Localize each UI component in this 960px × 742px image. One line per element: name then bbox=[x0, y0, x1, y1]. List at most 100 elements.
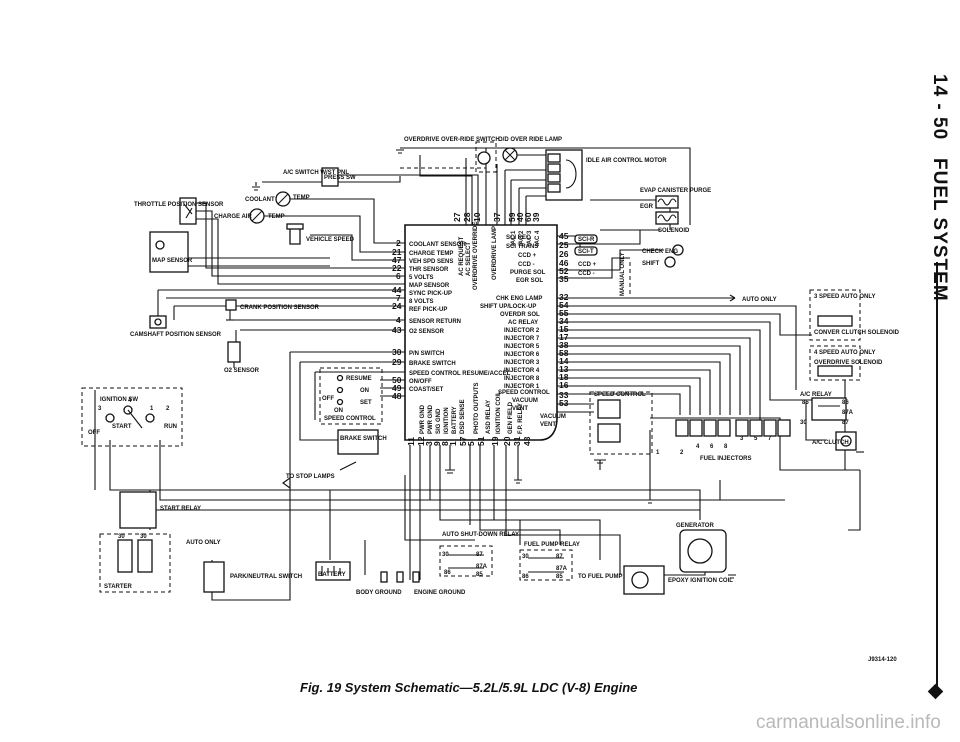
ecu-pin: 4 bbox=[396, 315, 401, 325]
generator-label: GENERATOR bbox=[676, 523, 714, 529]
component-symbols bbox=[81, 141, 864, 595]
manual-only-label: MANUAL ONLY bbox=[620, 252, 626, 296]
ecu-signal-label: BRAKE SWITCH bbox=[409, 361, 456, 367]
ecu-signal-label: ASD RELAY bbox=[486, 400, 492, 434]
coolant-label: COOLANT bbox=[245, 197, 275, 203]
vent-label: VENT bbox=[512, 406, 528, 412]
relay-pin: 87A bbox=[476, 564, 488, 570]
o2-label: O2 SENSOR bbox=[224, 368, 260, 374]
ccd-connector-label: CCD - bbox=[578, 271, 595, 277]
speed-auto-2-label: 4 SPEED AUTO ONLY bbox=[814, 350, 875, 356]
ecu-signal-label: CHARGE TEMP bbox=[409, 251, 453, 257]
ecu-pin: 18 bbox=[559, 372, 569, 382]
relay-pin: 30 bbox=[522, 554, 529, 560]
ac-relay-pin: 30 bbox=[800, 420, 807, 426]
body-ground-label: BODY GROUND bbox=[356, 590, 402, 596]
relay-pin: 85 bbox=[556, 574, 563, 580]
ecu-pin: 57 bbox=[458, 436, 468, 446]
speed-control-sw-label: SPEED CONTROL bbox=[324, 416, 376, 422]
injector-id: 4 bbox=[696, 444, 700, 450]
injector-id: 6 bbox=[710, 444, 714, 450]
ecu-left-pins: 2 21 47 22 6 44 7 24 4 43 30 29 50 49 48 bbox=[392, 238, 402, 401]
ecu-signal-label: VEH SPD SENS bbox=[409, 259, 453, 265]
ecu-signal-label: OVERDRIVE OVERRIDE bbox=[473, 222, 479, 290]
ecu-pin: 19 bbox=[490, 436, 500, 446]
injector-id: 7 bbox=[768, 436, 772, 442]
ecu-pin: 11 bbox=[406, 437, 416, 446]
ecu-signal-label: COOLANT SENSOR bbox=[409, 242, 466, 248]
relay-pin: 30 bbox=[140, 534, 147, 540]
ecu-signal-label: INJECTOR 4 bbox=[504, 368, 540, 374]
injector-id: 2 bbox=[680, 450, 684, 456]
stop-lamps-label: TO STOP LAMPS bbox=[286, 474, 335, 480]
ecu-signal-label: INJECTOR 1 bbox=[504, 384, 540, 390]
ecu-signal-label: IAC 1 bbox=[511, 230, 517, 246]
section-title: FUEL SYSTEM bbox=[929, 158, 950, 302]
temp2-label: TEMP bbox=[268, 214, 285, 220]
ecu-signal-label: OVERDRIVE LAMP bbox=[492, 226, 498, 280]
watermark: carmanualsonline.info bbox=[756, 712, 941, 733]
ecu-left-labels: COOLANT SENSOR CHARGE TEMP VEH SPD SENS … bbox=[409, 242, 511, 393]
ecu-pin: 48 bbox=[392, 391, 402, 401]
ecu-pin: 54 bbox=[559, 300, 569, 310]
overdrive-switch-label: OVERDRIVE OVER-RIDE SWITCH bbox=[404, 137, 500, 143]
ecu-pin: 55 bbox=[559, 308, 569, 318]
ecu-pin: 21 bbox=[392, 247, 402, 257]
ecu-pin: 38 bbox=[559, 340, 569, 350]
relay-pin: 87 bbox=[556, 554, 563, 560]
ecu-pin: 22 bbox=[392, 263, 402, 273]
set-label: SET bbox=[360, 400, 372, 406]
ecu-signal-label: VACUUM bbox=[540, 414, 566, 420]
relay-pin: 86 bbox=[522, 574, 529, 580]
ecu-pin: 53 bbox=[559, 398, 569, 408]
speed-auto-1-label: 3 SPEED AUTO ONLY bbox=[814, 294, 875, 300]
battery-label: BATTERY bbox=[318, 572, 346, 578]
ecu-pin: 29 bbox=[392, 357, 402, 367]
ecu-signal-label: AC SELECT bbox=[466, 242, 472, 276]
ecu-signal-label: CHK ENG LAMP bbox=[496, 296, 542, 302]
ecu-signal-label: THR SENSOR bbox=[409, 267, 449, 273]
ecu-pin: 15 bbox=[559, 324, 569, 334]
ignition-pin: 2 bbox=[166, 406, 170, 412]
start-label: START bbox=[112, 424, 132, 430]
ecu-signal-label: BATTERY bbox=[452, 406, 458, 434]
fuel-injectors-label: FUEL INJECTORS bbox=[700, 456, 751, 462]
ecu-pin: 8 bbox=[440, 441, 450, 446]
idle-air-label: IDLE AIR CONTROL MOTOR bbox=[586, 158, 667, 164]
ecu-pin: 17 bbox=[559, 332, 569, 342]
figure-code: J9314-120 bbox=[868, 657, 897, 663]
off-label: OFF bbox=[88, 430, 100, 436]
evap-label: EVAP CANISTER PURGE bbox=[640, 188, 711, 194]
brake-switch-label: BRAKE SWITCH bbox=[340, 436, 387, 442]
relay-pin: 86 bbox=[444, 570, 451, 576]
ecu-signal-label: AC REQUEST bbox=[459, 236, 465, 276]
relay-pin: 30 bbox=[118, 534, 125, 540]
press-sw-label: PRESS SW bbox=[324, 175, 356, 181]
on-label: ON bbox=[360, 388, 369, 394]
crank-label: CRANK POSITION SENSOR bbox=[240, 305, 320, 311]
ecu-bottom-labels: PWR GND PWR GND SIG GND IGNITION BATTERY… bbox=[420, 382, 524, 434]
ecu-pin: 10 bbox=[472, 212, 482, 222]
ecu-pin: 20 bbox=[502, 436, 512, 446]
ecu-top-labels: AC REQUEST AC SELECT OVERDRIVE OVERRIDE … bbox=[459, 222, 541, 290]
to-fuel-pump-label: TO FUEL PUMP bbox=[578, 574, 622, 580]
ecu-signal-label: SPEED CONTROL RESUME/ACCEL bbox=[409, 371, 511, 377]
ecu-signal-label: IAC 2 bbox=[519, 230, 525, 246]
ecu-signal-label: O2 SENSOR bbox=[409, 329, 445, 335]
speed-control-vac-label: SPEED CONTROL bbox=[594, 392, 646, 398]
ecu-signal-label: 5 VOLTS bbox=[409, 275, 434, 281]
ecu-pin: 60 bbox=[523, 212, 533, 222]
shift-label: SHIFT bbox=[642, 261, 660, 267]
ecu-pin: 28 bbox=[462, 212, 472, 222]
ecu-pin: 59 bbox=[507, 212, 517, 222]
ecu-signal-label: P/N SWITCH bbox=[409, 351, 444, 357]
ecu-signal-label: INJECTOR 2 bbox=[504, 328, 540, 334]
conv-clutch-label: CONVER CLUTCH SOLENOID bbox=[814, 330, 900, 336]
ecu-signal-label: INJECTOR 5 bbox=[504, 344, 540, 350]
ecu-right-labels: SCI REC SCI TRANS CCD + CCD - PURGE SOL … bbox=[480, 235, 597, 428]
ecu-signal-label: SCI REC bbox=[506, 235, 531, 241]
ecu-signal-label: SHIFT UP/LOCK-UP bbox=[480, 304, 536, 310]
ecu-pin: 25 bbox=[559, 240, 569, 250]
ecu-signal-label: PHOTO OUTPUTS bbox=[474, 382, 480, 434]
ecu-pin: 2 bbox=[396, 238, 401, 248]
